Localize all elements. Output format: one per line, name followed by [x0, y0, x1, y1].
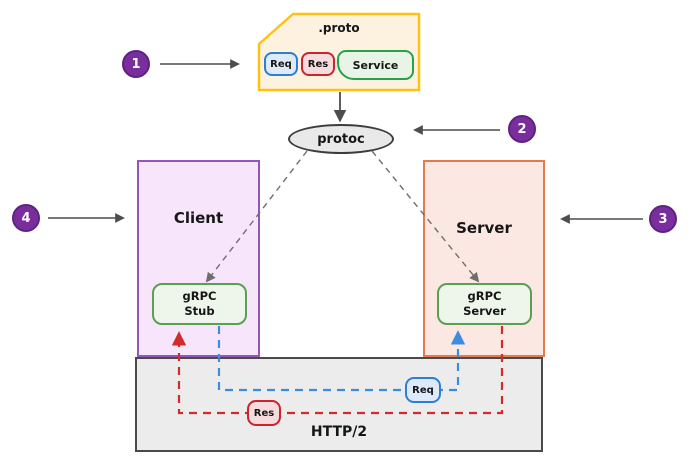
- response-flow-path: [171, 326, 504, 415]
- protoc-compiler-node: protoc: [288, 124, 394, 154]
- proto-service-chip: Service: [337, 50, 414, 80]
- grpc-server-box: gRPC Server: [437, 283, 532, 325]
- request-flow-path: [217, 326, 466, 392]
- proto-res-chip: Res: [301, 52, 335, 76]
- client-label: Client: [173, 209, 224, 227]
- proto-req-chip: Req: [264, 52, 298, 76]
- step-badge-2: 2: [508, 115, 536, 143]
- step-badge-3: 3: [649, 205, 677, 233]
- protoc-to-stub-dashed-arrow: [205, 150, 308, 283]
- step-badge-4: 4: [12, 204, 40, 232]
- proto-file-label: .proto: [318, 21, 360, 35]
- step-badge-1: 1: [122, 50, 150, 78]
- grpc-stub-box: gRPC Stub: [152, 283, 247, 325]
- http2-transport-box: [135, 357, 543, 452]
- protoc-to-server-dashed-arrow: [371, 150, 480, 283]
- http2-label: HTTP/2: [310, 424, 368, 440]
- http2-res-chip: Res: [247, 400, 281, 426]
- server-label: Server: [456, 219, 512, 237]
- http2-req-chip: Req: [405, 377, 441, 403]
